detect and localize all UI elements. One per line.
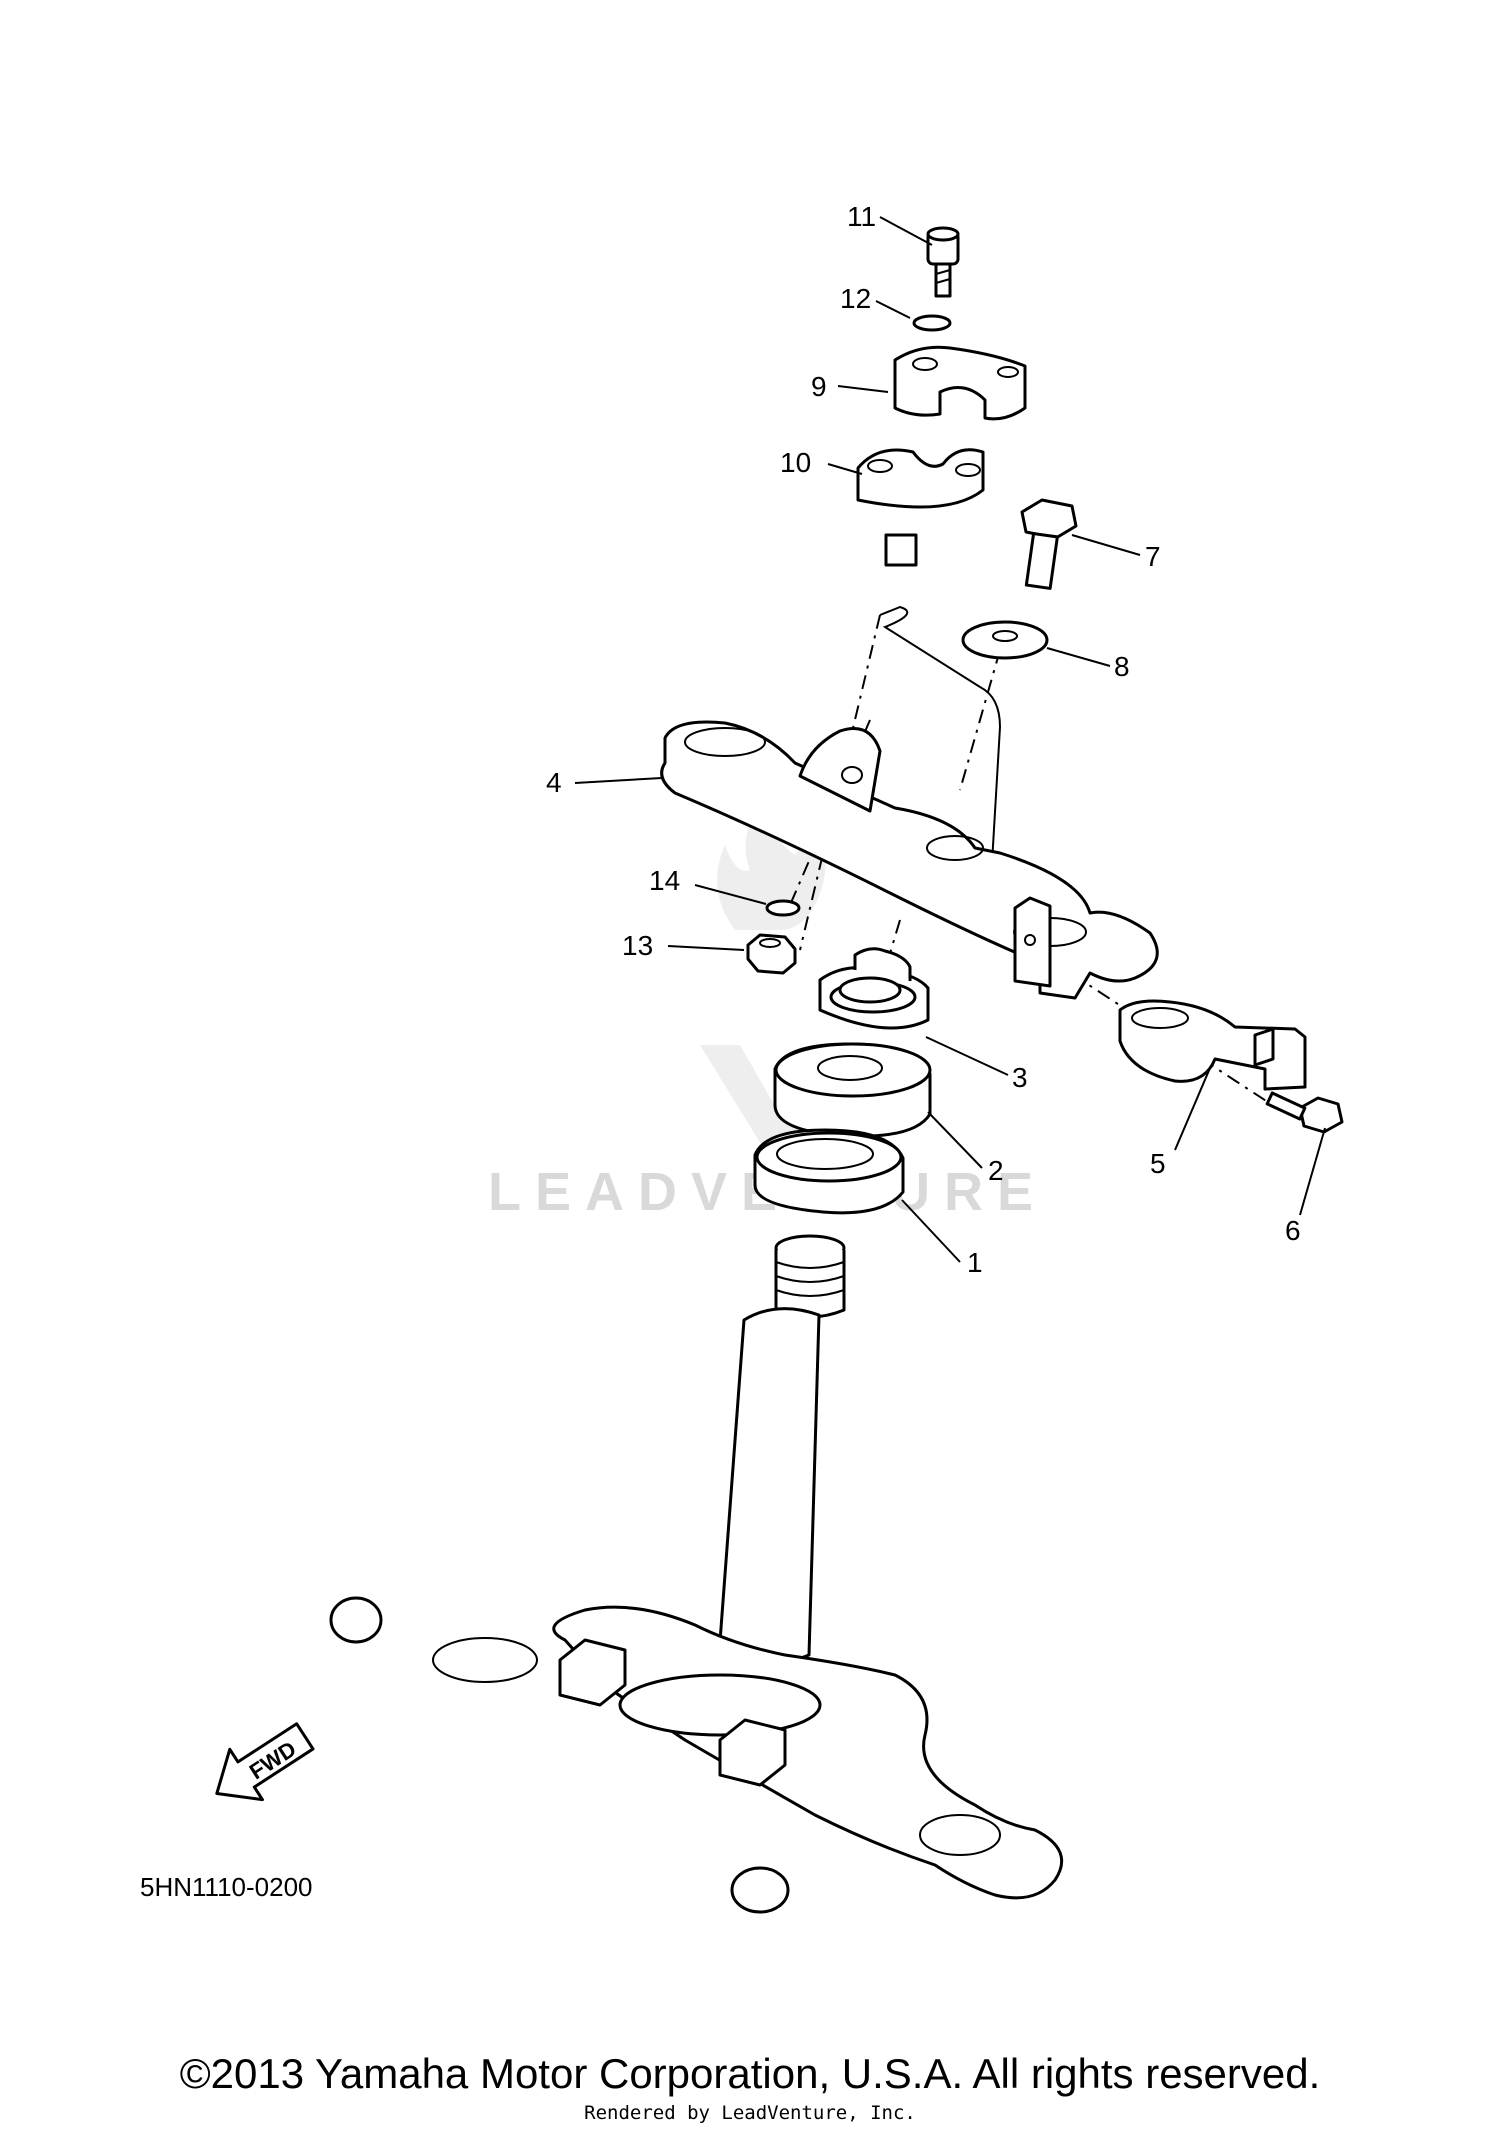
callout-6[interactable]: 6 bbox=[1285, 1215, 1301, 1246]
steering-stem bbox=[329, 1234, 1064, 1914]
callout-10[interactable]: 10 bbox=[780, 447, 811, 478]
part-14-lock-washer bbox=[765, 899, 801, 917]
leader-3 bbox=[925, 1036, 1009, 1076]
leader-11 bbox=[879, 216, 933, 246]
part-11-bolt bbox=[926, 226, 960, 298]
leader-9 bbox=[837, 385, 889, 393]
callout-13[interactable]: 13 bbox=[622, 930, 653, 961]
axis-line-8 bbox=[959, 649, 1001, 791]
leader-2 bbox=[927, 1111, 983, 1169]
callout-1[interactable]: 1 bbox=[967, 1247, 983, 1278]
callout-11[interactable]: 11 bbox=[847, 201, 876, 232]
leader-6 bbox=[1299, 1127, 1326, 1216]
leader-13 bbox=[667, 945, 745, 951]
leader-7 bbox=[1071, 534, 1141, 556]
part-7-flange-bolt bbox=[1020, 498, 1078, 590]
part-2-bearing-cover bbox=[773, 1042, 932, 1138]
part-8-damper bbox=[961, 620, 1049, 660]
callout-8[interactable]: 8 bbox=[1114, 651, 1130, 682]
part-6-flange-bolt bbox=[1265, 1091, 1344, 1134]
rendered-by-notice: Rendered by LeadVenture, Inc. bbox=[584, 2102, 916, 2124]
callout-7[interactable]: 7 bbox=[1145, 541, 1161, 572]
callout-4[interactable]: 4 bbox=[546, 767, 562, 798]
callout-5[interactable]: 5 bbox=[1150, 1148, 1166, 1179]
diagram-code: 5HN1110-0200 bbox=[140, 1872, 313, 1902]
callout-9[interactable]: 9 bbox=[811, 371, 827, 402]
axis-line-center bbox=[799, 614, 881, 951]
part-12-washer bbox=[912, 314, 952, 332]
callout-14[interactable]: 14 bbox=[649, 865, 680, 896]
callout-12[interactable]: 12 bbox=[840, 283, 871, 314]
callout-3[interactable]: 3 bbox=[1012, 1062, 1028, 1093]
part-4-upper-bracket bbox=[660, 720, 1159, 1000]
leader-10 bbox=[827, 463, 863, 475]
part-3-ring-nut bbox=[818, 947, 930, 1030]
leader-4 bbox=[574, 777, 663, 784]
part-13-nut bbox=[746, 933, 797, 975]
leader-1 bbox=[901, 1199, 961, 1263]
fwd-arrow-icon: FWD bbox=[215, 1722, 315, 1802]
leader-8 bbox=[1046, 647, 1111, 667]
part-1-bearing bbox=[753, 1128, 905, 1215]
part-9-upper-handlebar-holder bbox=[893, 345, 1027, 421]
part-10-lower-handlebar-holder bbox=[856, 448, 985, 567]
callout-2[interactable]: 2 bbox=[988, 1155, 1004, 1186]
wire-harness-clamp bbox=[879, 605, 1002, 898]
copyright-notice: ©2013 Yamaha Motor Corporation, U.S.A. A… bbox=[179, 2050, 1321, 2097]
part-5-holder bbox=[1118, 999, 1307, 1091]
leader-5 bbox=[1174, 1067, 1211, 1151]
leader-12 bbox=[875, 300, 911, 319]
leader-14 bbox=[694, 884, 767, 905]
